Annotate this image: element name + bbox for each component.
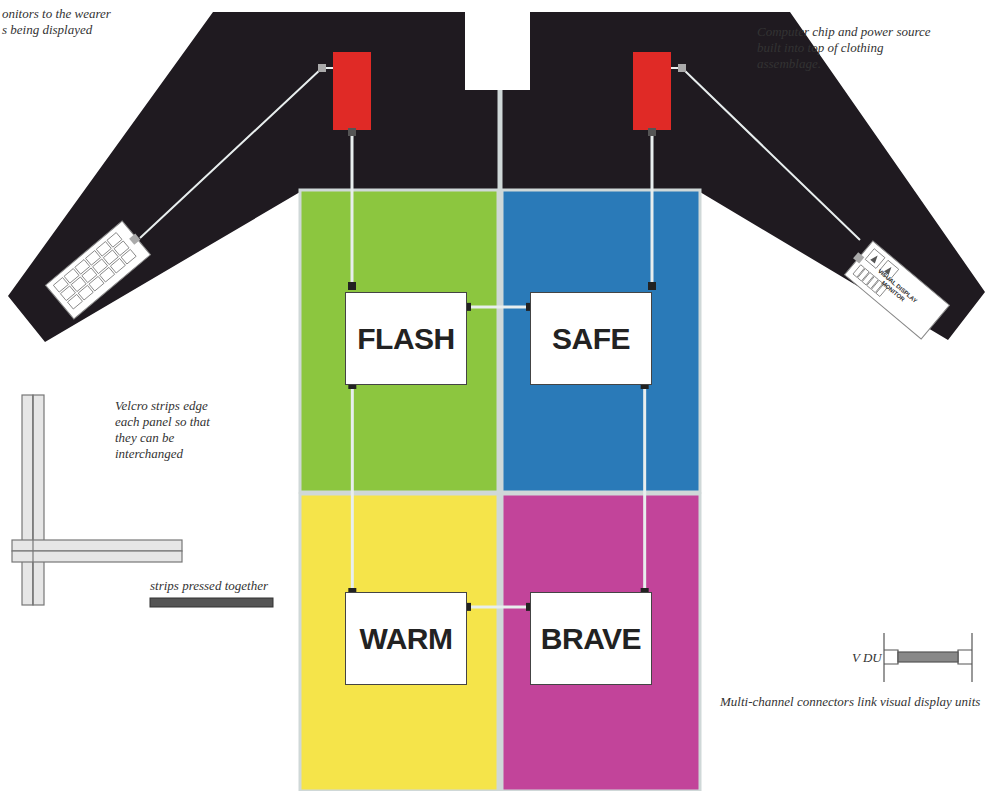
blue-panel (502, 190, 700, 492)
wire-end (678, 64, 686, 72)
display-unit-box: WARM (345, 592, 467, 685)
multichannel-connector (643, 385, 646, 592)
multichannel-connector (884, 633, 972, 682)
multichannel-connector (467, 305, 530, 308)
green-panel (300, 190, 498, 492)
magenta-panel (502, 494, 700, 791)
computer-chip (333, 52, 371, 130)
display-monitor-unit (841, 238, 949, 339)
display-unit-box: SAFE (530, 292, 652, 385)
wire (651, 130, 654, 288)
display-word: BRAVE (541, 622, 641, 656)
display-unit-box: FLASH (345, 292, 467, 385)
wire-end (348, 128, 356, 136)
display-word: SAFE (552, 322, 630, 356)
yellow-panel (300, 494, 498, 791)
wire-end (348, 282, 356, 290)
wire-end (648, 282, 656, 290)
handwritten-note: Velcro strips edge each panel so that th… (115, 398, 233, 462)
wire (140, 68, 333, 238)
wire-end (648, 128, 656, 136)
handwritten-note: Computer chip and power source built int… (757, 24, 932, 72)
keypad (46, 220, 152, 319)
handwritten-note: strips pressed together (150, 578, 290, 594)
display-word: FLASH (357, 322, 455, 356)
multichannel-connector (467, 605, 530, 608)
handwritten-note: onitors to the wearer (2, 6, 202, 22)
display-unit-box: BRAVE (530, 592, 652, 685)
multichannel-connector (351, 385, 354, 592)
wire (351, 130, 354, 288)
wire (671, 68, 860, 240)
wire-end (318, 64, 326, 72)
handwritten-note: s being displayed (2, 22, 202, 38)
handwritten-note: Multi-channel connectors link visual dis… (720, 694, 985, 710)
computer-chip (633, 52, 671, 130)
handwritten-note: V DU (852, 650, 892, 666)
velcro-pressed (150, 598, 273, 607)
display-word: WARM (360, 622, 453, 656)
